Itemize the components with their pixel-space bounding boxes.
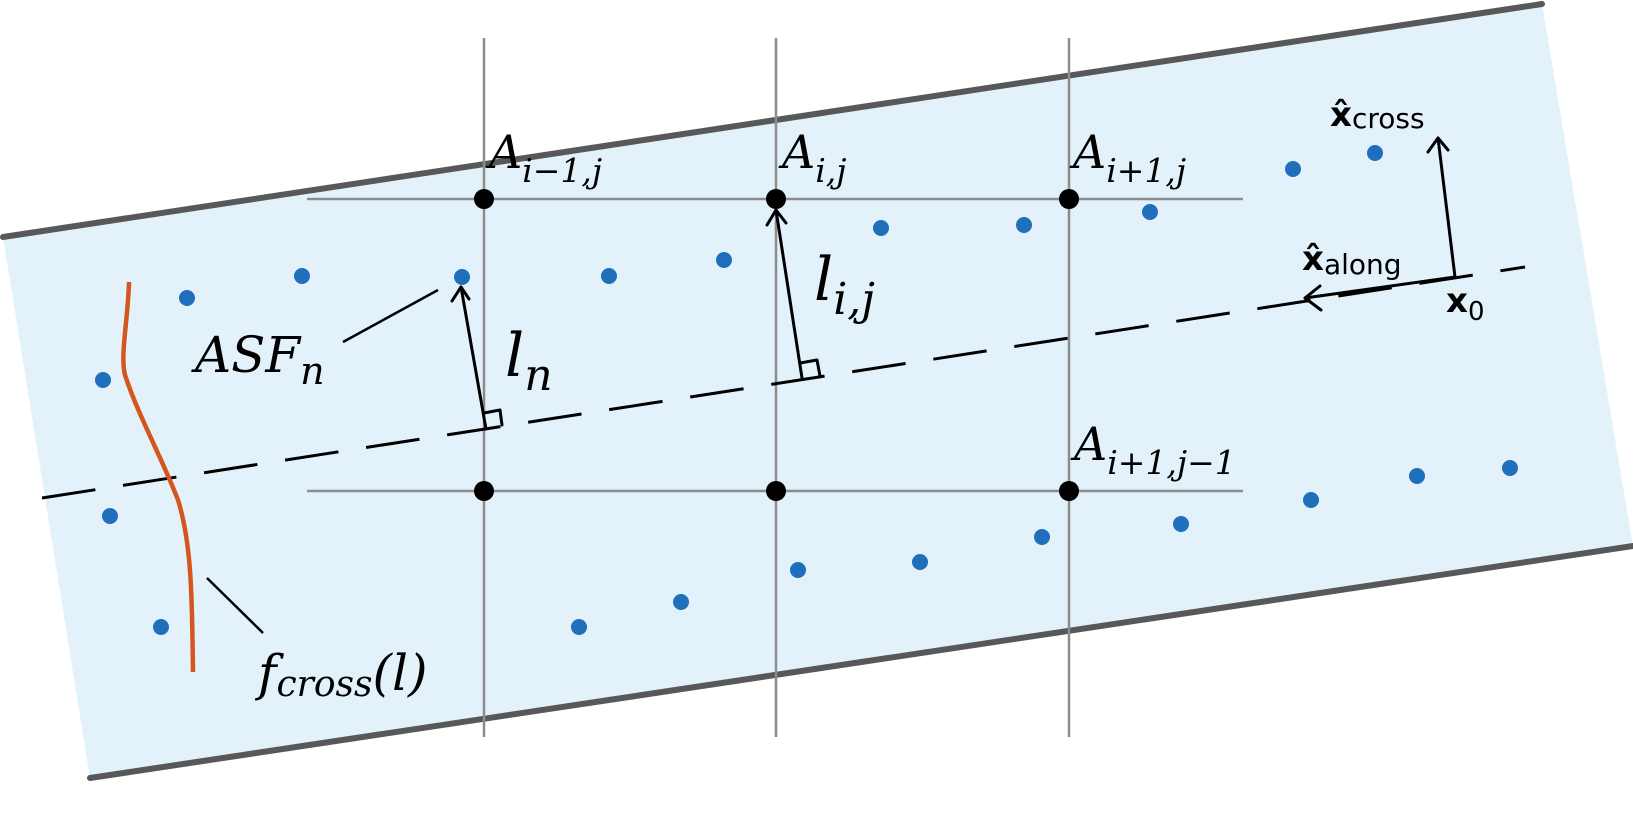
label-a-im1-j: Ai−1,j: [485, 125, 602, 190]
profile-curve: [121, 281, 196, 673]
sample-points: [95, 145, 1518, 635]
right-angle-icon: [798, 358, 822, 378]
sample-point: [1142, 204, 1158, 220]
sample-point: [1285, 161, 1301, 177]
sample-point: [873, 220, 889, 236]
label-l-ij: li,j: [814, 245, 875, 325]
sample-point: [716, 252, 732, 268]
sample-point: [912, 554, 928, 570]
label-a-i-j: Ai,j: [778, 125, 847, 190]
grid-node: [474, 481, 494, 501]
sample-point: [1409, 468, 1425, 484]
dashed-centerline: [41, 265, 1526, 500]
sample-point: [294, 268, 310, 284]
local-axes: [1303, 136, 1457, 312]
sample-point: [1034, 529, 1050, 545]
label-asf-n: ASFn: [191, 326, 325, 393]
sample-point: [153, 619, 169, 635]
label-x-along: x̂along: [1302, 239, 1402, 281]
label-l-n: ln: [505, 321, 553, 401]
x-along-axis: [1303, 275, 1457, 300]
arrow-head-icon: [765, 208, 788, 227]
band-region: [3, 4, 1633, 778]
l-ij-arrow: [765, 208, 822, 380]
band-top-edge: [0, 1, 1545, 240]
f-cross-leader-line: [206, 577, 264, 634]
label-x-0: x0: [1446, 281, 1484, 327]
band-bottom-edge: [87, 543, 1633, 781]
sample-point: [1303, 492, 1319, 508]
arrow-head-icon: [1426, 136, 1450, 154]
sample-point: [790, 562, 806, 578]
arrow-head-icon: [1303, 284, 1323, 312]
grid-node: [474, 189, 494, 209]
sample-point: [102, 508, 118, 524]
label-x-cross: x̂cross: [1330, 95, 1425, 135]
grid-node: [766, 189, 786, 209]
l-n-arrow: [450, 285, 504, 431]
x-cross-axis: [1436, 136, 1457, 279]
sample-point: [1502, 460, 1518, 476]
grid: [307, 38, 1243, 737]
right-angle-icon: [482, 408, 504, 427]
sample-point: [571, 619, 587, 635]
grid-nodes: [474, 189, 1079, 501]
label-a-ip1-jm1: Ai+1,j−1: [1070, 417, 1236, 482]
sample-point: [179, 290, 195, 306]
sample-point: [1367, 145, 1383, 161]
grid-node: [766, 481, 786, 501]
sample-point: [673, 594, 689, 610]
sample-point: [1173, 516, 1189, 532]
grid-node: [1059, 481, 1079, 501]
sample-point: [454, 269, 470, 285]
arrow-head-icon: [450, 285, 471, 303]
grid-node: [1059, 189, 1079, 209]
asf-leader-line: [342, 288, 439, 344]
label-f-cross: fcross(l): [254, 644, 428, 705]
sample-point: [601, 268, 617, 284]
sample-point: [1016, 217, 1032, 233]
label-a-ip1-j: Ai+1,j: [1069, 125, 1186, 190]
sample-point: [95, 372, 111, 388]
